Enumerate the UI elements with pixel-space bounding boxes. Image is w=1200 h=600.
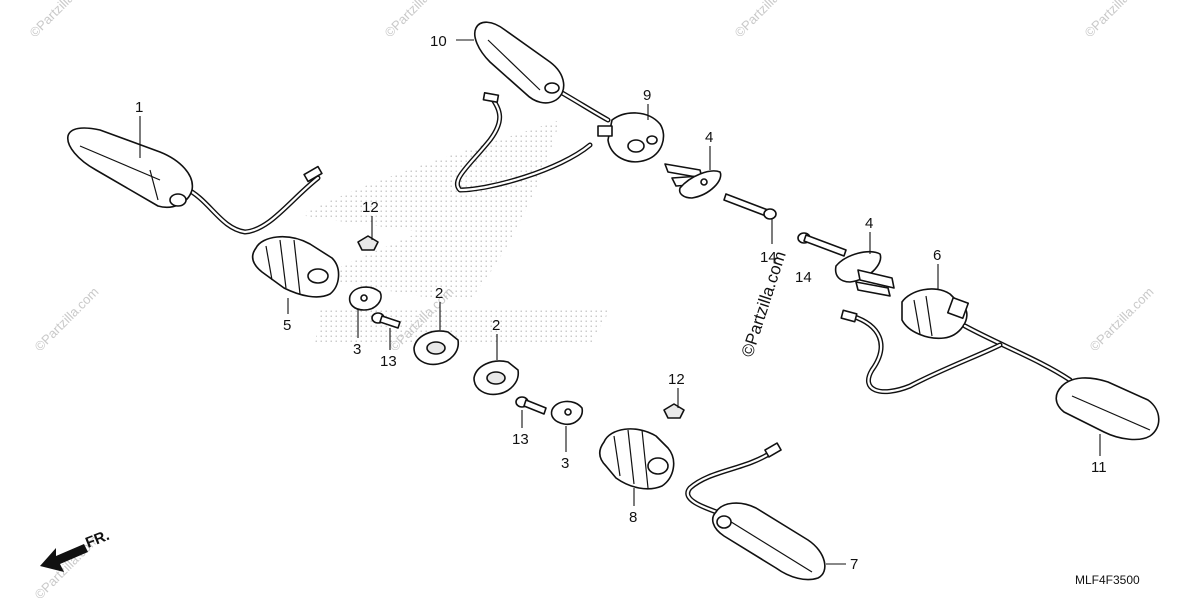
part-2-bracket-lower: [473, 360, 520, 396]
watermark-left: ©Partzilla.com: [32, 284, 102, 354]
diagram-code: MLF4F3500: [1075, 573, 1140, 587]
part-12-clip-upper: [357, 235, 379, 251]
watermark-top-4: ©Partzilla.com: [1082, 0, 1152, 40]
callout-9: 9: [643, 87, 651, 104]
part-12-clip-lower: [663, 403, 685, 419]
callout-3-right: 3: [561, 455, 569, 472]
callout-13-left: 13: [380, 353, 397, 370]
part-14-bolt-lower: [797, 232, 847, 257]
callout-4-right: 4: [865, 215, 873, 232]
callout-8: 8: [629, 509, 637, 526]
callout-3-left: 3: [353, 341, 361, 358]
part-3-stay-right: [550, 400, 584, 426]
callout-13-right: 13: [512, 431, 529, 448]
part-7-turn-signal: [685, 442, 826, 581]
part-13-screw-left: [371, 312, 401, 329]
callout-2-lower: 2: [492, 317, 500, 334]
front-label: FR.: [83, 527, 112, 552]
part-10-turn-signal: [454, 21, 611, 193]
part-4-collar-right: [834, 250, 895, 297]
callout-6: 6: [933, 247, 941, 264]
callouts: 1 10 9 4 14 4 6 14 11 7 8 5 12 12 3 3 13…: [135, 33, 1107, 573]
watermark-right: ©Partzilla.com: [1087, 284, 1157, 354]
part-11-turn-signal: [840, 309, 1160, 441]
callout-12-upper: 12: [362, 199, 379, 216]
front-arrow-icon: [40, 544, 88, 572]
callout-1: 1: [135, 99, 143, 116]
callout-7: 7: [850, 556, 858, 573]
callout-12-lower: 12: [668, 371, 685, 388]
part-9-grommet: [597, 112, 665, 163]
background-logo: [300, 120, 610, 345]
part-5-rubber-mount: [251, 235, 340, 298]
part-13-screw-right: [515, 396, 547, 415]
callout-10: 10: [430, 33, 447, 50]
front-direction-indicator: FR.: [40, 527, 112, 572]
callout-14-right: 14: [795, 269, 812, 286]
part-14-bolt-upper: [723, 193, 777, 220]
callout-2-upper: 2: [435, 285, 443, 302]
callout-11: 11: [1091, 459, 1107, 476]
part-4-collar-upper: [664, 163, 722, 199]
callout-5: 5: [283, 317, 291, 334]
part-3-stay-left: [348, 286, 382, 311]
callout-14-upper: 14: [760, 249, 777, 266]
watermark-top-3: ©Partzilla.com: [732, 0, 802, 40]
watermark-top-1: ©Partzilla.com: [27, 0, 97, 40]
callout-4-upper: 4: [705, 129, 713, 146]
part-8-rubber-mount: [598, 428, 675, 490]
part-6-grommet: [901, 288, 970, 340]
leader-lines: [139, 39, 1101, 565]
part-1-turn-signal: [67, 127, 323, 235]
part-2-bracket-upper: [413, 330, 460, 366]
